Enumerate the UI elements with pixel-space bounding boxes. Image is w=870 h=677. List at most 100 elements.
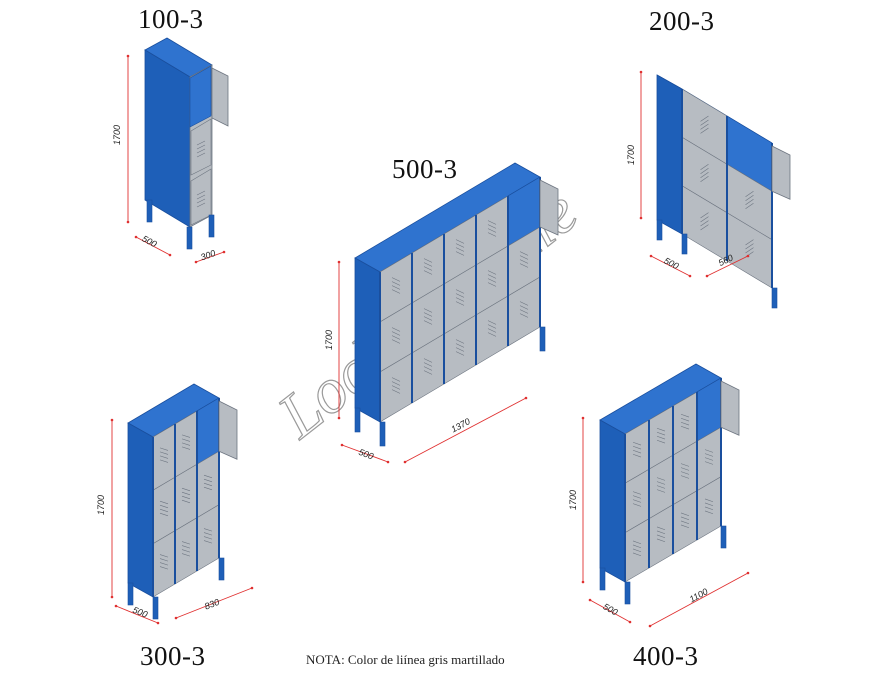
vent-slot (391, 331, 401, 336)
vent-slot (745, 239, 754, 246)
locker-side-panel (656, 74, 683, 235)
dimension-arrow (588, 598, 592, 602)
vent-slot (680, 471, 690, 475)
vent-slot (391, 385, 401, 390)
vent-slot (700, 212, 709, 219)
vent-slot (680, 421, 690, 426)
vent-slot (159, 447, 169, 451)
dimension-line (135, 236, 171, 256)
dimension-height-label: 1700 (324, 330, 334, 350)
vent-slot (455, 351, 465, 356)
locker-leg (146, 199, 153, 223)
dimension-line (404, 397, 527, 463)
vent-slot (487, 270, 497, 275)
open-door (720, 380, 740, 436)
vent-slot (680, 475, 690, 479)
vent-slot (196, 148, 206, 154)
locker-leg (539, 326, 546, 352)
vent-slot (455, 247, 465, 252)
vent-slot (656, 526, 666, 531)
vent-slot (656, 538, 666, 543)
vent-slot (632, 503, 642, 507)
vent-slot (632, 548, 642, 553)
dimension-depth-label: 500 (131, 605, 149, 620)
vent-slot (159, 455, 169, 459)
dimension-arrow (648, 624, 652, 628)
locker-leg (152, 596, 159, 620)
dimension-arrow (340, 443, 344, 447)
model-label-100-3: 100-3 (138, 4, 204, 34)
vent-slot (745, 243, 754, 250)
model-label-400-3: 400-3 (633, 641, 699, 671)
locker-side-panel (599, 419, 626, 583)
vent-slot (455, 239, 465, 244)
locker-leg (218, 557, 225, 581)
dimension-line (706, 255, 749, 277)
vent-slot (455, 343, 465, 348)
vent-slot (487, 282, 497, 287)
vent-slot (203, 536, 213, 540)
vent-slot (700, 119, 709, 126)
locker-leg (656, 219, 663, 241)
vent-slot (423, 362, 433, 367)
vent-slot (656, 534, 666, 539)
locker-leg (771, 287, 778, 309)
vent-slot (700, 176, 709, 182)
locker-leg (599, 567, 606, 591)
open-door (771, 145, 791, 200)
vent-slot (704, 457, 714, 461)
vent-slot (203, 532, 213, 536)
dimension-arrow (688, 274, 692, 278)
dimension-arrow (337, 416, 341, 420)
vent-slot (391, 381, 401, 386)
model-label-200-3: 200-3 (649, 6, 715, 36)
vent-slot (196, 152, 206, 158)
vent-slot (656, 485, 666, 489)
vent-slot (745, 195, 754, 201)
vent-slot (423, 270, 433, 275)
vent-slot (519, 259, 529, 264)
vent-slot (455, 339, 465, 344)
vent-slot (181, 487, 191, 492)
dimension-width-label: 300 (199, 248, 217, 262)
vent-slot (455, 293, 465, 298)
dimension-arrow (174, 616, 178, 620)
vent-slot (519, 263, 529, 268)
locker-leg (624, 581, 631, 605)
vent-slot (203, 540, 213, 544)
vent-slot (656, 431, 666, 436)
dimension-height-label: 1700 (568, 490, 578, 510)
vent-slot (181, 495, 191, 500)
vent-slot (632, 453, 642, 458)
dimension-arrow (110, 418, 114, 422)
vent-slot (203, 474, 213, 479)
dimension-arrow (639, 70, 643, 74)
vent-slot (704, 502, 714, 507)
dimension-height-label: 1700 (112, 125, 122, 145)
vent-slot (704, 461, 714, 465)
dimension-arrow (134, 235, 138, 239)
dimension-line (341, 444, 389, 463)
vent-slot (704, 506, 714, 511)
dimension-arrow (168, 253, 172, 257)
locker-leg (127, 582, 134, 606)
dimension-height-label: 1700 (96, 495, 106, 515)
vent-slot (423, 320, 433, 325)
open-compartment (189, 65, 212, 128)
model-label-500-3: 500-3 (392, 154, 458, 184)
vent-slot (391, 277, 401, 282)
dimension-arrow (194, 260, 198, 264)
vent-slot (455, 347, 465, 352)
vent-slot (519, 305, 529, 310)
dimension-line (115, 605, 159, 624)
vent-slot (423, 312, 433, 317)
dimension-arrow (337, 260, 341, 264)
vent-slot (196, 144, 206, 150)
vent-slot (745, 203, 754, 209)
vent-slot (391, 389, 401, 394)
vent-slot (656, 435, 666, 440)
vent-slot (391, 339, 401, 344)
locker-leg (720, 525, 727, 549)
